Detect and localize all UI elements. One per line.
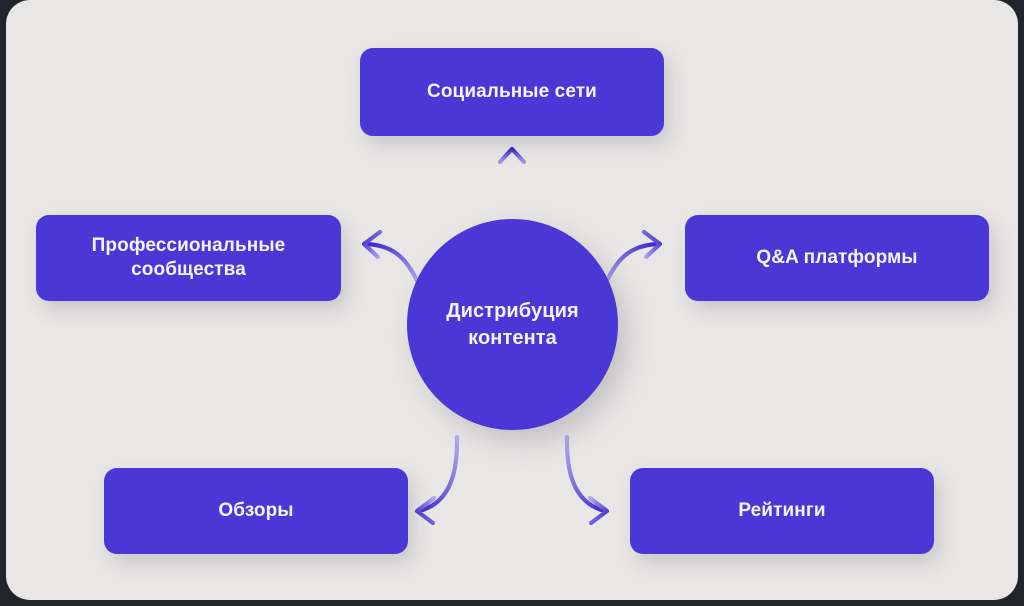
arrow-up	[497, 146, 527, 216]
node-reviews-label: Обзоры	[218, 499, 294, 521]
arrow-upper-left	[361, 229, 421, 286]
node-professional-communities-line2: сообщества	[131, 259, 246, 280]
node-professional-communities-line1: Профессиональные	[91, 234, 286, 256]
hub-line2: контента	[468, 326, 557, 349]
hub-line1: Дистрибуция	[446, 300, 579, 323]
node-ratings-label: Рейтинги	[738, 499, 826, 521]
node-reviews[interactable]: Обзоры	[104, 468, 408, 554]
node-content-distribution-hub[interactable]: Дистрибуция контента	[407, 219, 618, 430]
node-social-networks[interactable]: Социальные сети	[360, 48, 664, 136]
node-professional-communities[interactable]: Профессиональные сообщества	[36, 215, 341, 301]
arrow-lower-right	[564, 434, 610, 526]
node-social-networks-label: Социальные сети	[427, 80, 597, 102]
arrow-upper-right	[603, 229, 663, 286]
node-professional-communities-label: Профессиональные сообщества	[92, 234, 286, 283]
node-content-distribution-hub-label: Дистрибуция контента	[446, 298, 579, 351]
arrow-lower-left	[414, 434, 460, 526]
node-qa-platforms[interactable]: Q&A платформы	[685, 215, 989, 301]
diagram-canvas: Социальные сети Профессиональные сообщес…	[6, 0, 1018, 600]
node-ratings[interactable]: Рейтинги	[630, 468, 934, 554]
arrow-layer	[361, 146, 663, 526]
node-qa-platforms-label: Q&A платформы	[756, 246, 918, 268]
